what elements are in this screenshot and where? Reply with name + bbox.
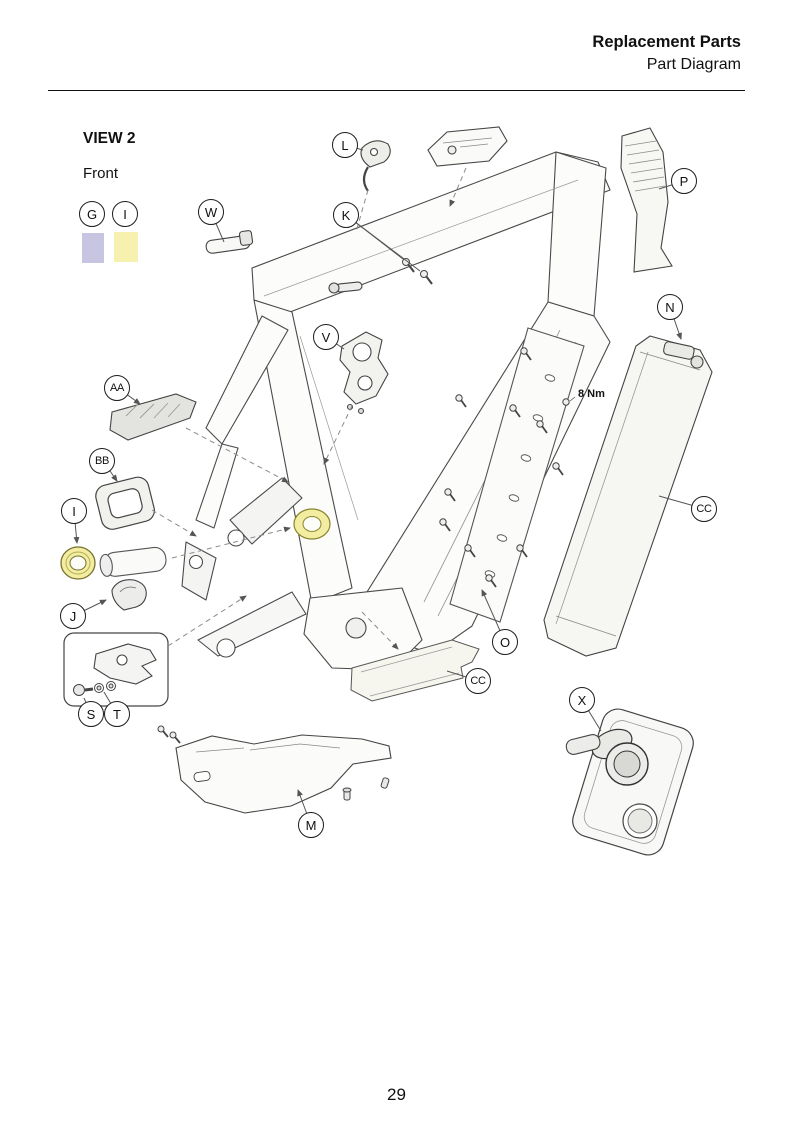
callout-p: P: [671, 168, 697, 194]
bottom-cover-part: [350, 639, 480, 702]
view-label-block: VIEW 2 Front: [83, 131, 136, 181]
callout-t: T: [104, 701, 130, 727]
skid-plate-screws: [157, 725, 390, 801]
dashed-leader-lines: [151, 167, 467, 650]
callout-l: L: [332, 132, 358, 158]
gasket-part: [95, 476, 155, 530]
callout-s: S: [78, 701, 104, 727]
mounting-bolt-part: [328, 281, 363, 294]
page-header: Replacement Parts Part Diagram: [592, 32, 741, 75]
battery-part: [543, 335, 713, 657]
callout-m: M: [298, 812, 324, 838]
clamp-part: [111, 579, 147, 611]
top-cover-part: [427, 126, 508, 167]
torque-annotation: 8 Nm: [562, 388, 605, 406]
view-orientation: Front: [83, 164, 119, 182]
callout-x: X: [569, 687, 595, 713]
callout-o: O: [492, 629, 518, 655]
panel-screws: [439, 347, 564, 588]
charge-port-part: [565, 708, 694, 856]
document-title: Replacement Parts: [592, 33, 741, 51]
torque-note: 8 Nm: [578, 388, 605, 400]
callout-cc-right: CC: [691, 496, 717, 522]
seal-ring-part: [60, 546, 96, 580]
callout-v: V: [313, 324, 339, 350]
mounting-screws: [402, 258, 433, 285]
callout-w: W: [198, 199, 224, 225]
callout-i: I: [61, 498, 87, 524]
legend-callout-i: I: [112, 201, 138, 227]
document-subtitle: Part Diagram: [646, 55, 741, 73]
steerer-spacer-part: [205, 230, 254, 254]
legend-swatch-i: [114, 232, 138, 262]
header-divider: [48, 90, 745, 91]
hanger-part: [93, 643, 157, 685]
legend-swatch-g: [82, 233, 104, 263]
lever-part: [360, 140, 391, 192]
callout-aa: AA: [104, 375, 130, 401]
cable-guide-part: [339, 331, 389, 415]
callout-cc-bottom: CC: [465, 668, 491, 694]
spacer-sleeve-part: [99, 546, 167, 577]
callout-j: J: [60, 603, 86, 629]
legend-callout-g: G: [79, 201, 105, 227]
frame-seal-ring: [293, 508, 331, 540]
callout-bb: BB: [89, 448, 115, 474]
fork-guard-part: [620, 127, 673, 273]
hanger-bolt-part: [73, 681, 116, 696]
callout-n: N: [657, 294, 683, 320]
view-name: VIEW 2: [83, 130, 136, 147]
page-number: 29: [387, 1085, 406, 1104]
chainstay-guard-part: [109, 393, 197, 441]
callout-k: K: [333, 202, 359, 228]
skid-plate-part: [175, 734, 392, 814]
cover-plate-part: [449, 327, 585, 623]
